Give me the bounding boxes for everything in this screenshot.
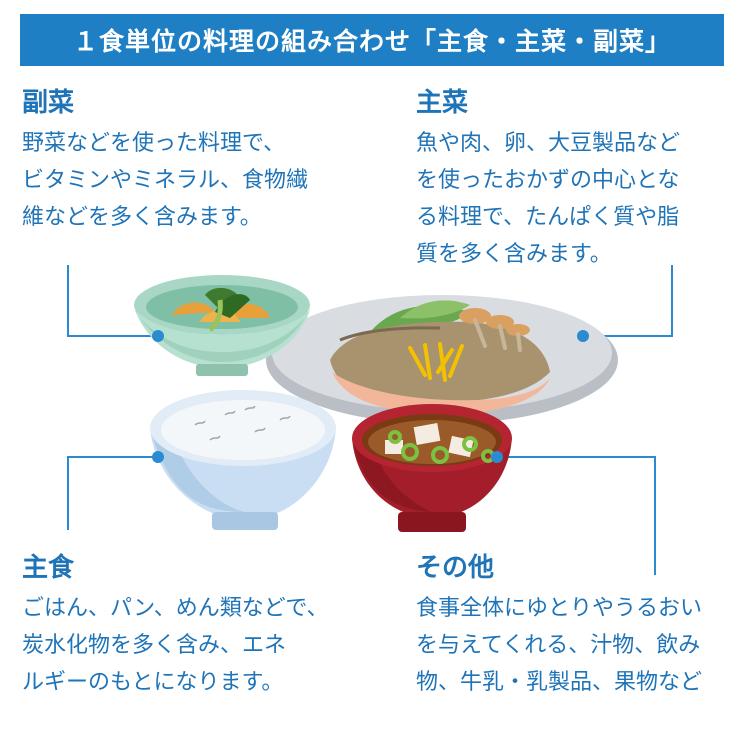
- fukusai-line: 野菜などを使った料理で、: [22, 131, 286, 156]
- shusai-line: る料理で、たんぱく質や脂: [416, 205, 680, 230]
- marker-shusai: [577, 330, 589, 342]
- shusai-line: 質を多く含みます。: [416, 242, 612, 267]
- side-dish-bowl: [134, 275, 310, 376]
- sonota-line: 物、牛乳・乳製品、果物など: [416, 670, 703, 695]
- shusai-description: 魚や肉、卵、大豆製品など を使ったおかずの中心とな る料理で、たんぱく質や脂 質…: [416, 125, 680, 273]
- shushoku-line: 炭水化物を多く含み、エネ: [22, 633, 287, 658]
- main-dish-plate: [266, 295, 618, 424]
- fukusai-heading: 副菜: [22, 88, 75, 118]
- shushoku-line: ごはん、パン、めん類などで、: [22, 596, 329, 621]
- connector-shusai: [583, 265, 673, 337]
- fukusai-line: 維などを多く含みます。: [22, 205, 262, 230]
- shushoku-heading: 主食: [22, 553, 75, 583]
- title-text: １食単位の料理の組み合わせ「主食・主菜・副菜」: [72, 27, 671, 56]
- fukusai-description: 野菜などを使った料理で、 ビタミンやミネラル、食物繊 維などを多く含みます。: [22, 125, 308, 236]
- marker-fukusai: [152, 330, 164, 342]
- soup-bowl: [352, 404, 512, 532]
- sonota-line: 食事全体にゆとりやうるおい: [416, 596, 703, 621]
- marker-sonota: [491, 451, 503, 463]
- connector-fukusai: [67, 265, 158, 337]
- fukusai-line: ビタミンやミネラル、食物繊: [22, 168, 309, 193]
- title-banner: １食単位の料理の組み合わせ「主食・主菜・副菜」: [20, 14, 724, 66]
- sonota-line: を与えてくれる、汁物、飲み: [416, 633, 701, 658]
- shusai-heading: 主菜: [416, 88, 469, 118]
- shushoku-description: ごはん、パン、めん類などで、 炭水化物を多く含み、エネ ルギーのもとになります。: [22, 590, 328, 701]
- marker-shushoku: [152, 451, 164, 463]
- shusai-line: 魚や肉、卵、大豆製品など: [416, 131, 681, 156]
- connector-shushoku: [67, 456, 158, 530]
- rice-bowl: [150, 390, 336, 530]
- shushoku-line: ルギーのもとになります。: [22, 670, 284, 695]
- shusai-line: を使ったおかずの中心とな: [416, 168, 680, 193]
- sonota-description: 食事全体にゆとりやうるおい を与えてくれる、汁物、飲み 物、牛乳・乳製品、果物な…: [416, 590, 702, 701]
- sonota-heading: その他: [416, 553, 495, 583]
- connector-sonota: [497, 456, 656, 575]
